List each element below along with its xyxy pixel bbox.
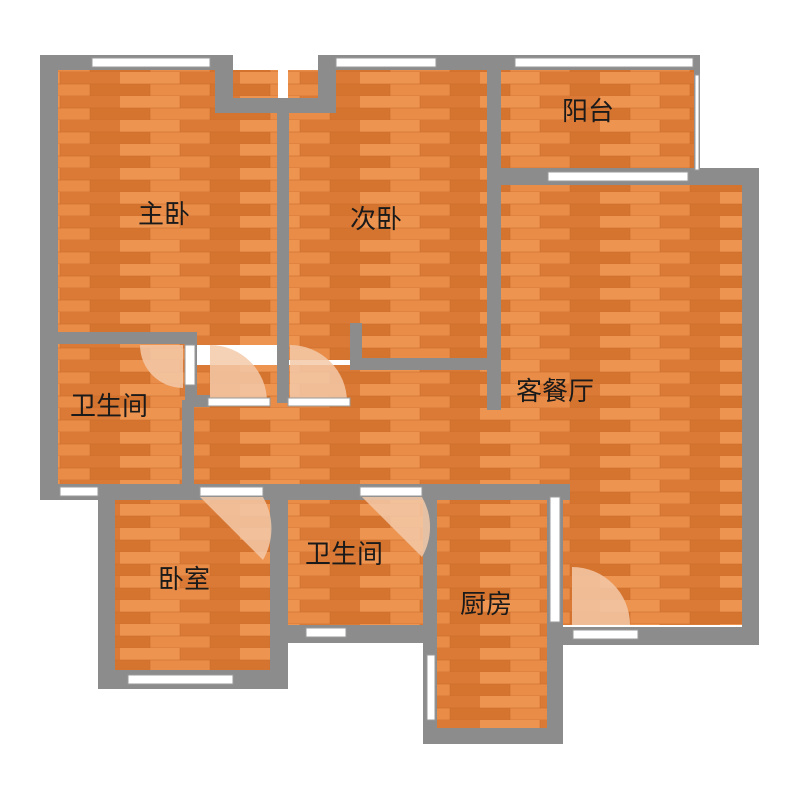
window [572, 629, 639, 640]
door-swing [290, 345, 347, 402]
door-swing [572, 567, 630, 625]
wall [40, 55, 58, 500]
window [184, 344, 196, 386]
wall [215, 98, 335, 113]
wall [423, 728, 563, 744]
wall [270, 484, 288, 689]
wall [40, 332, 195, 344]
window [335, 57, 437, 68]
room-label-kitchen: 厨房 [460, 590, 512, 620]
door-leaf [359, 486, 423, 497]
room-label-master-bedroom: 主卧 [138, 200, 190, 230]
window [305, 627, 347, 638]
window [426, 654, 436, 721]
wall [182, 400, 194, 495]
window [514, 57, 694, 68]
window [694, 74, 700, 171]
room-label-balcony: 阳台 [562, 97, 614, 127]
doors [140, 345, 630, 625]
floor-balcony [500, 70, 696, 170]
windows [59, 57, 700, 721]
window [59, 486, 99, 497]
floor-second-bedroom [288, 70, 488, 360]
room-label-bathroom-south: 卫生间 [305, 540, 383, 570]
wall [487, 55, 501, 410]
wall [270, 625, 435, 643]
wall [98, 484, 115, 689]
door-leaf [199, 486, 264, 497]
door-leaf [287, 397, 351, 407]
window [549, 496, 561, 623]
window [127, 674, 234, 685]
wall [277, 113, 289, 403]
room-label-bathroom-west: 卫生间 [70, 392, 148, 422]
door-swing [362, 497, 431, 557]
door-swing [210, 345, 267, 402]
wall [40, 484, 570, 500]
door-leaf [207, 397, 271, 407]
window [547, 171, 689, 182]
wall [350, 323, 362, 363]
wall [350, 358, 490, 370]
wall [742, 168, 759, 645]
door-swing [200, 497, 272, 560]
floors [58, 70, 745, 728]
room-labels: 主卧 次卧 阳台 客餐厅 卫生间 卧室 卫生间 厨房 [70, 97, 614, 620]
room-label-second-bedroom: 次卧 [350, 205, 402, 235]
floor-master-bedroom [58, 70, 278, 345]
door-swing [140, 345, 183, 388]
floor-kitchen [435, 500, 550, 728]
window [91, 57, 211, 68]
room-label-living-dining: 客餐厅 [516, 377, 594, 407]
room-label-bedroom: 卧室 [158, 565, 210, 595]
